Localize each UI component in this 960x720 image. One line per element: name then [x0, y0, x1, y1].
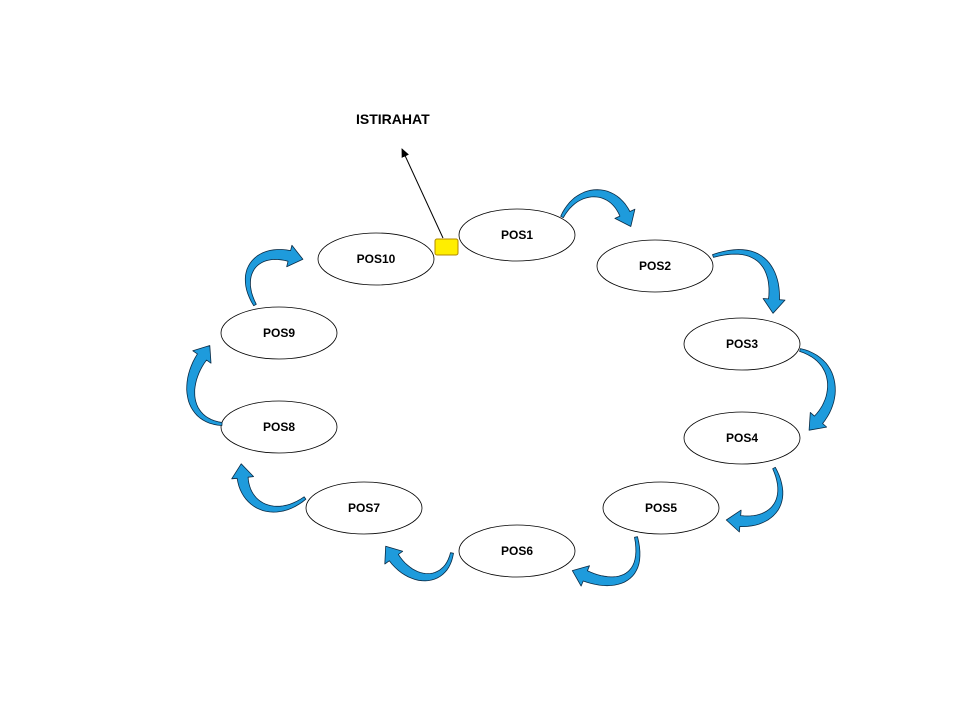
- rest-label: ISTIRAHAT: [356, 111, 430, 127]
- station-pos7-label: POS7: [348, 501, 380, 515]
- station-pos6: POS6: [458, 524, 576, 578]
- rest-pointer-arrow: [401, 148, 444, 239]
- station-pos2: POS2: [596, 239, 714, 293]
- station-pos4: POS4: [683, 411, 801, 465]
- station-pos8: POS8: [220, 400, 338, 454]
- station-pos5-label: POS5: [645, 501, 677, 515]
- station-pos2-label: POS2: [639, 259, 671, 273]
- arrow-pos7-to-pos8: [231, 463, 307, 513]
- station-pos1-label: POS1: [501, 228, 533, 242]
- station-pos10: POS10: [317, 232, 435, 286]
- arrow-pos8-to-pos9: [186, 345, 223, 426]
- arrow-pos9-to-pos10: [244, 244, 304, 307]
- station-pos10-label: POS10: [357, 252, 396, 266]
- rest-marker: [434, 238, 459, 256]
- arrow-pos1-to-pos2: [560, 189, 636, 227]
- station-pos3-label: POS3: [726, 337, 758, 351]
- arrow-pos4-to-pos5: [725, 466, 784, 533]
- station-pos3: POS3: [683, 317, 801, 371]
- station-pos6-label: POS6: [501, 544, 533, 558]
- arrow-pos5-to-pos6: [571, 536, 641, 587]
- station-pos1: POS1: [458, 208, 576, 262]
- flow-arrows: [186, 189, 836, 587]
- station-pos9: POS9: [220, 306, 338, 360]
- arrow-pos6-to-pos7: [384, 545, 454, 582]
- arrow-pos3-to-pos4: [799, 348, 836, 431]
- station-pos7: POS7: [305, 481, 423, 535]
- station-pos8-label: POS8: [263, 420, 295, 434]
- station-pos5: POS5: [602, 481, 720, 535]
- arrow-pos2-to-pos3: [712, 249, 786, 314]
- station-pos9-label: POS9: [263, 326, 295, 340]
- station-pos4-label: POS4: [726, 431, 758, 445]
